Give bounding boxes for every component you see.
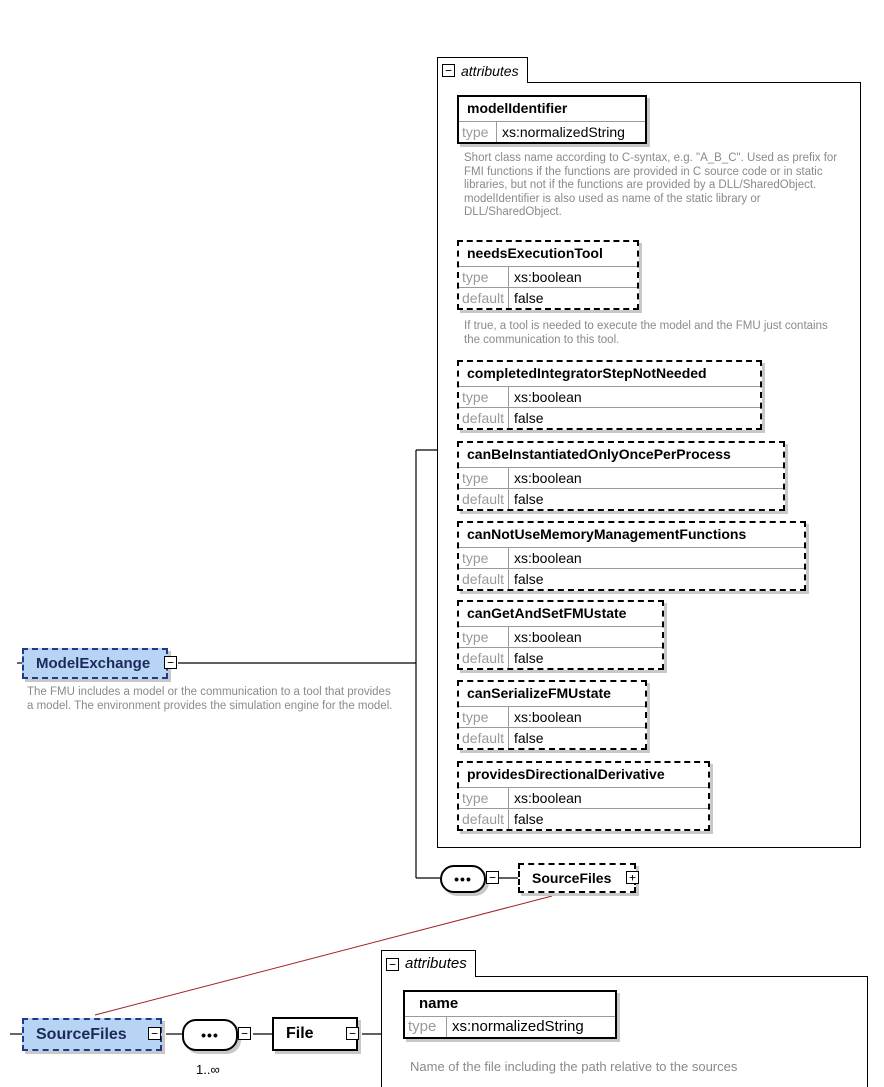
attribute-doc: Short class name according to C-syntax, …: [464, 152, 838, 218]
type-value: xs:boolean: [514, 790, 582, 806]
attribute-canbeinstantiatedonlyonceperprocess[interactable]: canBeInstantiatedOnlyOncePerProcess type…: [457, 441, 785, 511]
element-name: SourceFiles: [532, 870, 612, 886]
attribute-name: providesDirectionalDerivative: [467, 766, 665, 782]
attributes-tab[interactable]: − attributes: [437, 57, 528, 83]
type-value: xs:normalizedString: [502, 124, 625, 140]
type-value: xs:boolean: [514, 550, 582, 566]
collapse-icon[interactable]: −: [346, 1027, 359, 1040]
attribute-canserializefmustate[interactable]: canSerializeFMUstate type xs:boolean defa…: [457, 680, 647, 750]
sequence-icon: •••: [454, 871, 472, 887]
collapse-icon[interactable]: −: [386, 957, 399, 971]
attribute-name: canSerializeFMUstate: [467, 685, 611, 701]
type-label: type: [459, 707, 509, 727]
default-value: false: [514, 811, 544, 827]
default-label: default: [459, 408, 509, 428]
collapse-icon[interactable]: −: [238, 1027, 251, 1040]
expand-icon[interactable]: +: [626, 871, 639, 884]
attribute-providesdirectionalderivative[interactable]: providesDirectionalDerivative type xs:boo…: [457, 761, 710, 831]
default-value: false: [514, 730, 544, 746]
attribute-name: canBeInstantiatedOnlyOncePerProcess: [467, 446, 731, 462]
default-label: default: [459, 489, 509, 509]
multiplicity-label: 1..∞: [196, 1062, 220, 1077]
element-name: ModelExchange: [36, 655, 151, 672]
type-value: xs:boolean: [514, 470, 582, 486]
type-label: type: [459, 548, 509, 568]
element-sourcefiles[interactable]: SourceFiles: [518, 863, 636, 893]
default-label: default: [459, 728, 509, 748]
default-label: default: [459, 648, 509, 668]
attribute-needsexecutiontool[interactable]: needsExecutionTool type xs:boolean defaul…: [457, 240, 639, 310]
type-value: xs:normalizedString: [452, 1018, 584, 1035]
collapse-icon[interactable]: −: [442, 64, 455, 77]
type-label: type: [459, 267, 509, 287]
attributes-tab-label: attributes: [405, 955, 467, 972]
collapse-icon[interactable]: −: [148, 1027, 161, 1040]
type-value: xs:boolean: [514, 269, 582, 285]
attribute-name: modelIdentifier: [467, 100, 568, 116]
attribute-name: completedIntegratorStepNotNeeded: [467, 365, 707, 381]
element-sourcefiles-root[interactable]: SourceFiles: [22, 1018, 162, 1051]
attribute-name-label: name: [419, 995, 459, 1012]
attribute-modelidentifier[interactable]: modelIdentifier type xs:normalizedString: [457, 95, 647, 144]
type-value: xs:boolean: [514, 629, 582, 645]
default-label: default: [459, 809, 509, 829]
default-label: default: [459, 288, 509, 308]
element-modelexchange[interactable]: ModelExchange: [22, 648, 168, 679]
attribute-name: needsExecutionTool: [467, 245, 603, 261]
sequence-icon: •••: [201, 1027, 219, 1043]
attribute-name[interactable]: name type xs:normalizedString: [403, 990, 617, 1039]
element-name: File: [286, 1025, 314, 1042]
sequence-compositor[interactable]: •••: [440, 865, 486, 893]
type-value: xs:boolean: [514, 389, 582, 405]
attribute-doc: If true, a tool is needed to execute the…: [464, 320, 828, 346]
type-label: type: [459, 788, 509, 808]
attributes-tab-file[interactable]: − attributes: [381, 950, 476, 977]
element-name: SourceFiles: [36, 1025, 127, 1043]
attributes-tab-label: attributes: [461, 62, 519, 79]
default-value: false: [514, 650, 544, 666]
sequence-compositor-file[interactable]: •••: [182, 1019, 238, 1051]
default-value: false: [514, 491, 544, 507]
type-label: type: [459, 468, 509, 488]
type-label: type: [405, 1017, 447, 1037]
attribute-completedintegratorstepnotneeded[interactable]: completedIntegratorStepNotNeeded type xs:…: [457, 360, 762, 430]
default-value: false: [514, 571, 544, 587]
collapse-icon[interactable]: −: [486, 871, 499, 884]
attribute-name: canNotUseMemoryManagementFunctions: [467, 526, 747, 542]
type-value: xs:boolean: [514, 709, 582, 725]
type-label: type: [459, 122, 497, 142]
default-value: false: [514, 410, 544, 426]
element-doc: The FMU includes a model or the communic…: [27, 686, 393, 712]
collapse-icon[interactable]: −: [164, 656, 177, 669]
default-value: false: [514, 290, 544, 306]
attribute-cangetandsetfmustate[interactable]: canGetAndSetFMUstate type xs:boolean defa…: [457, 600, 664, 670]
default-label: default: [459, 569, 509, 589]
type-label: type: [459, 627, 509, 647]
type-label: type: [459, 387, 509, 407]
attribute-doc: Name of the file including the path rela…: [410, 1059, 738, 1074]
attribute-name: canGetAndSetFMUstate: [467, 605, 627, 621]
